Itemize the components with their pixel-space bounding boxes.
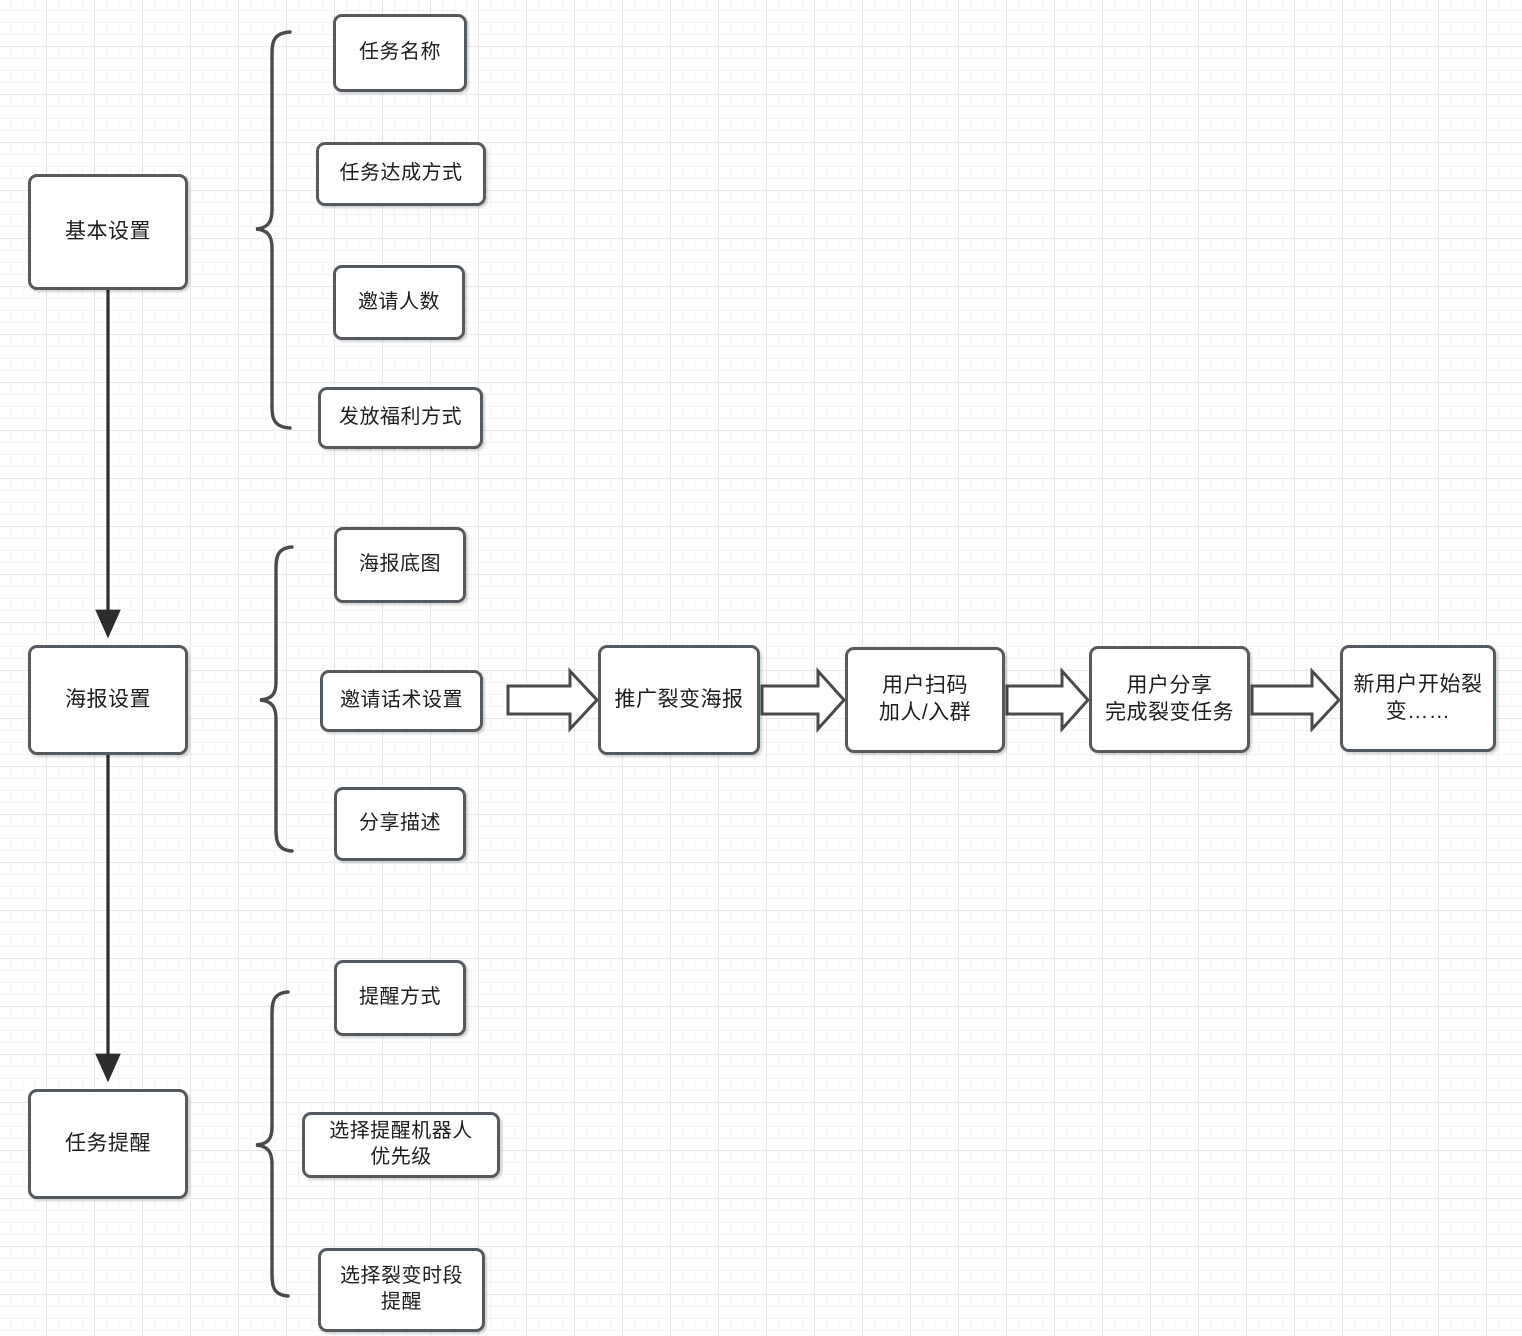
sub-node-task-name[interactable]: 任务名称 [333,14,467,92]
stage-node-basic-settings[interactable]: 基本设置 [28,174,188,290]
sub-node-invite-count[interactable]: 邀请人数 [333,265,465,340]
brace-task-reminder [255,990,290,1298]
arrow-3 [1250,667,1342,733]
chain-node-user-scan-join[interactable]: 用户扫码 加人/入群 [845,647,1005,753]
chain-node-new-user-fission[interactable]: 新用户开始裂 变…… [1340,645,1496,752]
sub-node-reminder-mode[interactable]: 提醒方式 [334,960,466,1036]
arrow-1 [760,667,847,733]
sub-node-task-achieve-mode[interactable]: 任务达成方式 [316,142,486,206]
brace-poster-settings [259,545,294,853]
sub-node-welfare-mode[interactable]: 发放福利方式 [318,387,483,449]
chain-node-user-share-finish[interactable]: 用户分享 完成裂变任务 [1089,646,1250,753]
sub-node-invite-script[interactable]: 邀请话术设置 [320,670,483,732]
sub-node-fission-time-reminder[interactable]: 选择裂变时段 提醒 [318,1248,485,1332]
sub-node-share-description[interactable]: 分享描述 [334,787,466,861]
sub-node-reminder-bot-priority[interactable]: 选择提醒机器人 优先级 [302,1112,500,1178]
stage-node-task-reminder[interactable]: 任务提醒 [28,1089,188,1199]
brace-basic-settings [255,30,292,430]
arrow-2 [1005,667,1091,733]
arrow-entry [506,667,600,733]
stage-node-poster-settings[interactable]: 海报设置 [28,645,188,755]
chain-node-promote-poster[interactable]: 推广裂变海报 [598,645,760,755]
sub-node-poster-base-image[interactable]: 海报底图 [334,527,466,603]
